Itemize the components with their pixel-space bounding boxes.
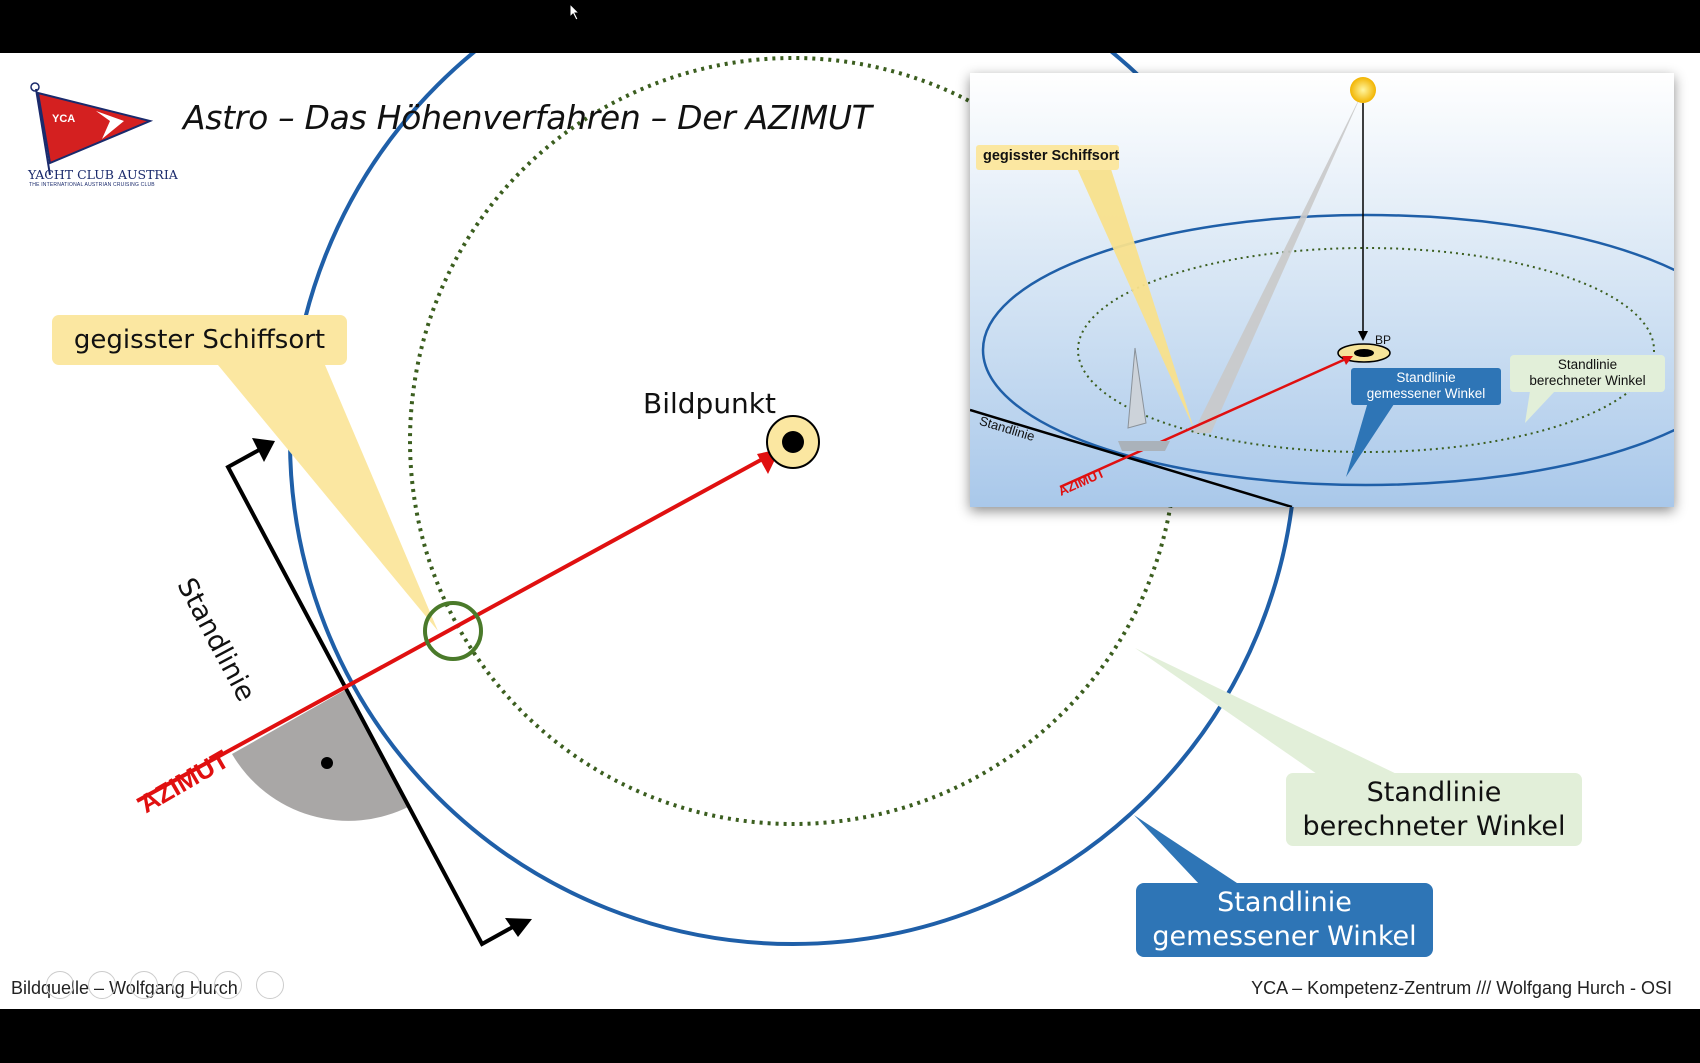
inset-berechnet-line1: Standlinie bbox=[1557, 357, 1618, 372]
logo-flag-text: YCA bbox=[52, 113, 76, 125]
previous-slide-button[interactable] bbox=[46, 971, 74, 999]
inset-schiffsort-box bbox=[976, 145, 1119, 170]
inset-label-schiffsort: gegisster Schiffsort bbox=[983, 148, 1120, 164]
inset-gemessen-line1: Standlinie bbox=[1396, 370, 1456, 385]
inset-label-gemessen: Standlinie gemessener Winkel bbox=[1351, 370, 1501, 402]
footer-source: Bildquelle – Wolfgang Hurch bbox=[11, 978, 238, 998]
pen-tool-button[interactable] bbox=[130, 971, 158, 999]
see-all-slides-button[interactable] bbox=[172, 971, 200, 999]
logo-tagline: THE INTERNATIONAL AUSTRIAN CRUISING CLUB bbox=[29, 182, 155, 188]
bildpunkt-dot bbox=[782, 431, 804, 453]
callout-gemessen-line1: Standlinie bbox=[1217, 887, 1352, 918]
inset-berechnet-pointer bbox=[1525, 391, 1555, 423]
inset-sun-ray-arrow bbox=[1358, 331, 1368, 341]
slide: YACHT CLUB AUSTRIA THE INTERNATIONAL AUS… bbox=[0, 53, 1700, 1009]
callout-gemessen-line2: gemessener Winkel bbox=[1152, 921, 1417, 952]
inset-light-beam bbox=[1193, 91, 1363, 433]
inset-label-berechnet: Standlinie berechneter Winkel bbox=[1510, 357, 1665, 389]
diagram-canvas bbox=[30, 53, 1405, 947]
callout-berechnet-line1: Standlinie bbox=[1366, 777, 1502, 808]
logo-name: YACHT CLUB AUSTRIA bbox=[28, 167, 178, 182]
slide-title: Astro – Das Höhenverfahren – Der AZIMUT bbox=[183, 98, 872, 137]
inset-bp-dot bbox=[1354, 349, 1374, 357]
inset-sailboat-hull bbox=[1118, 441, 1170, 451]
label-bildpunkt: Bildpunkt bbox=[643, 387, 776, 420]
next-slide-button[interactable] bbox=[88, 971, 116, 999]
inset-sun bbox=[1350, 77, 1376, 103]
schiffsort-marker bbox=[423, 601, 483, 661]
callout-gemessen: Standlinie gemessener Winkel bbox=[1136, 883, 1433, 957]
inset-measured-ellipse bbox=[981, 213, 1674, 487]
callout-schiffsort: gegisster Schiffsort bbox=[52, 315, 347, 365]
inset-gemessen-box bbox=[1351, 368, 1501, 405]
footer-credit: YCA – Kompetenz-Zentrum /// Wolfgang Hur… bbox=[1251, 978, 1672, 998]
inset-calculated-ellipse bbox=[1077, 247, 1655, 453]
standlinie-arrow-top bbox=[252, 438, 275, 462]
callout-berechnet-line2: berechneter Winkel bbox=[1302, 811, 1566, 842]
right-angle-marker bbox=[232, 690, 410, 821]
inset-berechnet-line2: berechneter Winkel bbox=[1529, 373, 1646, 388]
inset-gemessen-pointer bbox=[1346, 395, 1400, 477]
more-options-button[interactable] bbox=[256, 971, 284, 999]
yca-flag-logo bbox=[30, 82, 154, 176]
inset-standlinie-line bbox=[970, 408, 1293, 507]
inset-schiffsort-pointer bbox=[1076, 166, 1194, 429]
callout-berechnet: Standlinie berechneter Winkel bbox=[1286, 773, 1582, 846]
zoom-button[interactable] bbox=[214, 971, 242, 999]
azimuth-line bbox=[136, 454, 769, 803]
inset-azimuth-line bbox=[1059, 356, 1349, 489]
standlinie-line bbox=[225, 442, 521, 947]
inset-gemessen-line2: gemessener Winkel bbox=[1366, 386, 1486, 401]
schiffsort-callout-pointer bbox=[218, 365, 438, 631]
mouse-cursor-icon bbox=[569, 3, 581, 21]
inset-azimuth-arrow bbox=[1342, 356, 1353, 365]
right-angle-dot bbox=[321, 757, 333, 769]
inset-sailboat bbox=[1127, 347, 1147, 429]
gemessen-callout-pointer bbox=[1134, 815, 1240, 885]
inset-berechnet-box bbox=[1510, 355, 1665, 392]
inset-canvas bbox=[970, 73, 1674, 507]
berechnet-callout-pointer bbox=[1135, 648, 1405, 783]
standlinie-arrow-bottom bbox=[505, 918, 532, 937]
inset-label-bp: BP bbox=[1375, 333, 1392, 347]
inset-illustration: gegisster Schiffsort BP Standlinie AZIMU… bbox=[970, 73, 1674, 507]
